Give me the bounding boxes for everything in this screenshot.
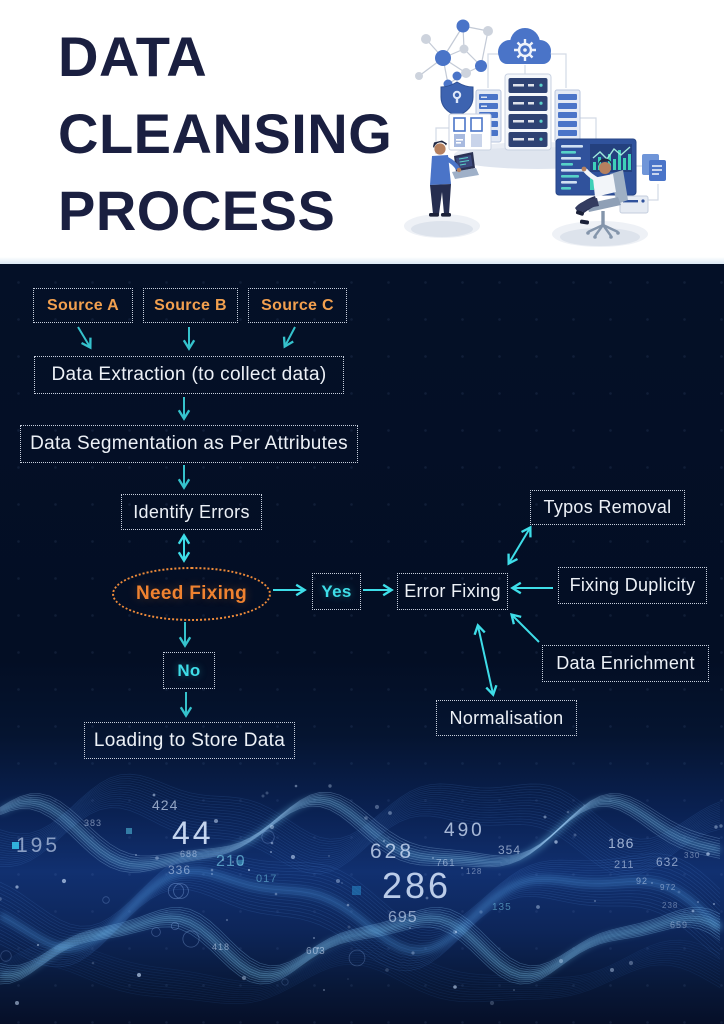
standing-person: [429, 140, 479, 217]
source-b-box: Source B: [143, 288, 238, 323]
no-box: No: [163, 652, 215, 689]
fixing-duplicity-box: Fixing Duplicity: [558, 567, 707, 604]
svg-text:336: 336: [168, 863, 191, 877]
svg-text:424: 424: [152, 797, 178, 813]
source-c-box: Source C: [248, 288, 347, 323]
office-chair: [586, 170, 628, 239]
title-line-2: CLEANSING: [58, 102, 393, 165]
shield-lock-icon: [440, 71, 474, 117]
svg-text:211: 211: [614, 859, 635, 871]
svg-text:761: 761: [436, 858, 456, 869]
svg-text:418: 418: [212, 942, 230, 952]
svg-text:210: 210: [216, 853, 246, 870]
network-graph-icon: [415, 19, 493, 89]
svg-text:330: 330: [684, 851, 700, 860]
cloud-gear-icon: [498, 28, 551, 64]
typos-removal-box: Typos Removal: [530, 490, 685, 525]
title-line-1: DATA: [58, 25, 208, 88]
need-fixing-decision: Need Fixing: [112, 567, 271, 621]
header: DATA CLEANSING PROCESS: [0, 0, 724, 264]
yes-box: Yes: [312, 573, 361, 610]
source-a-box: Source A: [33, 288, 133, 323]
svg-text:383: 383: [84, 818, 102, 828]
svg-text:688: 688: [180, 849, 198, 859]
svg-text:44: 44: [172, 815, 214, 851]
page-title: DATA CLEANSING PROCESS: [58, 18, 392, 249]
svg-text:603: 603: [306, 946, 326, 957]
flow-arrows: [77, 326, 553, 718]
svg-text:286: 286: [382, 865, 451, 906]
data-segmentation-box: Data Segmentation as Per Attributes: [20, 425, 358, 463]
sitting-person: [575, 158, 616, 225]
error-fixing-box: Error Fixing: [397, 573, 508, 610]
header-divider: [0, 257, 724, 264]
title-line-3: PROCESS: [58, 179, 336, 242]
wave-particles: [0, 784, 723, 1006]
svg-text:354: 354: [498, 843, 521, 857]
svg-text:195: 195: [16, 834, 60, 857]
teal-arrows: [77, 326, 296, 718]
flowchart-section: Source A Source B Source C Data Extracti…: [0, 264, 724, 1024]
svg-text:186: 186: [608, 835, 634, 851]
svg-text:135: 135: [492, 902, 512, 913]
data-extraction-box: Data Extraction (to collect data): [34, 356, 344, 394]
wave-ribbons: [0, 773, 722, 1004]
loading-store-data-box: Loading to Store Data: [84, 722, 295, 759]
data-enrichment-box: Data Enrichment: [542, 645, 709, 682]
svg-text:017: 017: [256, 873, 277, 885]
identify-errors-box: Identify Errors: [121, 494, 262, 530]
svg-text:632: 632: [656, 855, 679, 869]
svg-text:628: 628: [370, 840, 414, 863]
data-management-illustration: [404, 19, 666, 247]
cyan-arrows: [177, 525, 553, 697]
normalisation-box: Normalisation: [436, 700, 577, 736]
svg-text:92: 92: [636, 876, 648, 886]
svg-text:238: 238: [662, 901, 678, 910]
svg-text:490: 490: [444, 820, 485, 841]
svg-text:972: 972: [660, 883, 676, 892]
svg-text:128: 128: [466, 867, 482, 876]
svg-text:659: 659: [670, 920, 688, 930]
documents-icon: [642, 154, 666, 181]
svg-text:695: 695: [388, 909, 418, 926]
file-panel-icon: [448, 113, 492, 151]
